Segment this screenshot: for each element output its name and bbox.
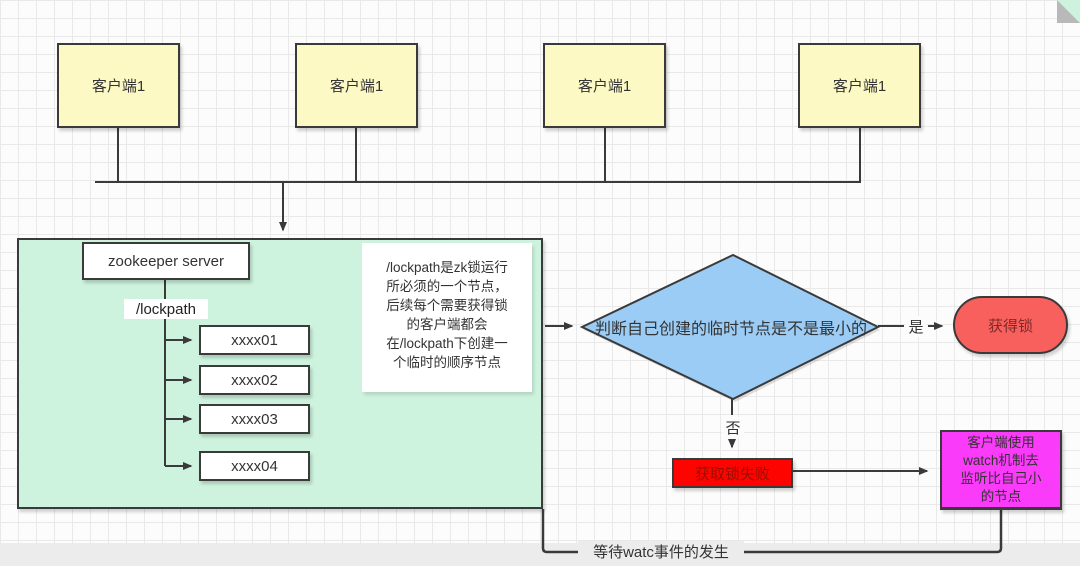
client-box-3[interactable]: 客户端1 xyxy=(543,43,666,128)
lock-failed-box[interactable]: 获取锁失败 xyxy=(672,458,793,488)
no-edge-label[interactable]: 否 xyxy=(722,417,744,438)
wait-event-edge-label[interactable]: 等待watc事件的发生 xyxy=(578,541,744,562)
zookeeper-server-box[interactable]: zookeeper server xyxy=(82,242,250,280)
zookeeper-server-label: zookeeper server xyxy=(108,252,224,270)
acquire-lock-label: 获得锁 xyxy=(987,317,1033,335)
znode-box-3[interactable]: xxxx03 xyxy=(199,404,310,434)
znode-box-1-label: xxxx01 xyxy=(231,331,278,349)
yes-edge-label[interactable]: 是 xyxy=(905,316,927,337)
znode-box-4[interactable]: xxxx04 xyxy=(199,451,310,481)
client-box-4-label: 客户端1 xyxy=(832,78,887,95)
client-box-2[interactable]: 客户端1 xyxy=(295,43,418,128)
client-box-2-label: 客户端1 xyxy=(329,78,384,95)
lockpath-note[interactable]: /lockpath是zk锁运行 所必须的一个节点， 后续每个需要获得锁 的客户端… xyxy=(362,243,532,392)
znode-box-4-label: xxxx04 xyxy=(231,457,278,475)
client-box-3-label: 客户端1 xyxy=(577,78,632,95)
decision-diamond[interactable] xyxy=(579,253,881,401)
lock-failed-label: 获取锁失败 xyxy=(694,465,770,483)
client-box-1-label: 客户端1 xyxy=(91,78,146,95)
znode-box-3-label: xxxx03 xyxy=(231,410,278,428)
lockpath-label[interactable]: /lockpath xyxy=(124,299,208,319)
lockpath-label-text: /lockpath xyxy=(135,300,197,318)
acquire-lock-box[interactable]: 获得锁 xyxy=(953,296,1068,354)
client-box-4[interactable]: 客户端1 xyxy=(798,43,921,128)
decision-label[interactable]: 判断自己创建的临时节点是不是最小的 xyxy=(594,321,867,338)
watch-mechanism-box[interactable]: 客户端使用 watch机制去 监听比自己小 的节点 xyxy=(940,430,1062,510)
canvas-footer-strip xyxy=(0,543,1080,566)
znode-box-2-label: xxxx02 xyxy=(231,371,278,389)
znode-box-1[interactable]: xxxx01 xyxy=(199,325,310,355)
znode-box-2[interactable]: xxxx02 xyxy=(199,365,310,395)
client-box-1[interactable]: 客户端1 xyxy=(57,43,180,128)
